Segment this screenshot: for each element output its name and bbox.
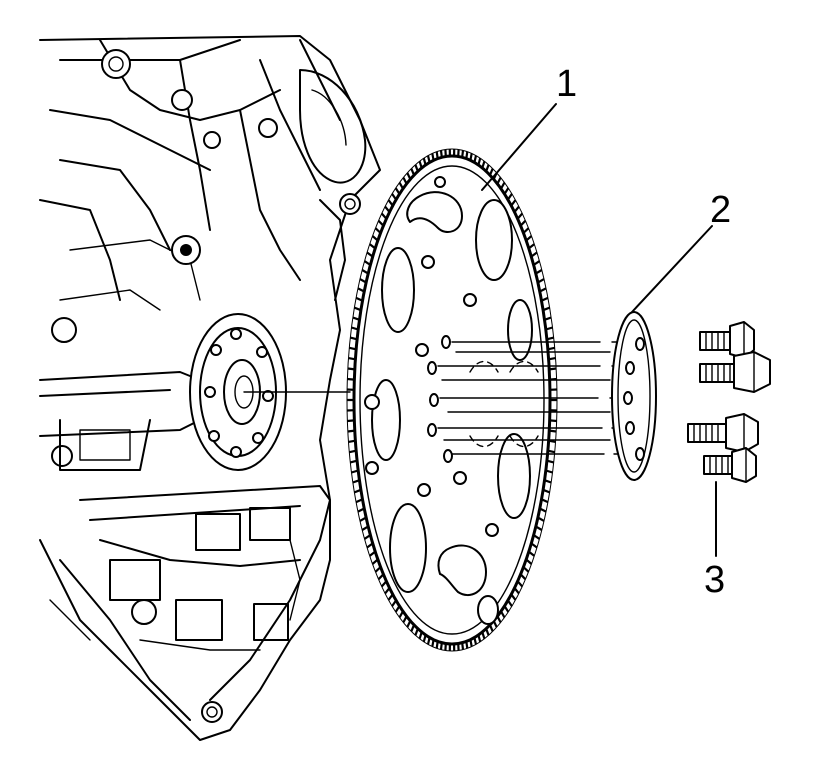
callout-label-2: 2 — [710, 189, 731, 231]
flywheel-reinforcement-plate — [611, 311, 657, 481]
callout-leader-2 — [631, 225, 713, 313]
flywheel-bolt — [699, 321, 755, 359]
flywheel-bolt — [699, 351, 771, 393]
flywheel-bolt — [687, 413, 759, 453]
callout-label-3: 3 — [704, 559, 725, 601]
gear-outer-rim — [346, 148, 558, 652]
flywheel — [346, 148, 558, 652]
callout-leader-1 — [481, 103, 557, 191]
crankshaft-flange — [189, 313, 287, 471]
flywheel-bolt — [703, 447, 757, 483]
engine-block — [39, 35, 381, 741]
flywheel-bolts — [687, 321, 771, 483]
callouts: 1 2 3 — [481, 63, 731, 601]
ring-gear-teeth — [346, 148, 558, 652]
callout-label-1: 1 — [556, 63, 577, 105]
gear-teeth-path — [347, 149, 557, 651]
